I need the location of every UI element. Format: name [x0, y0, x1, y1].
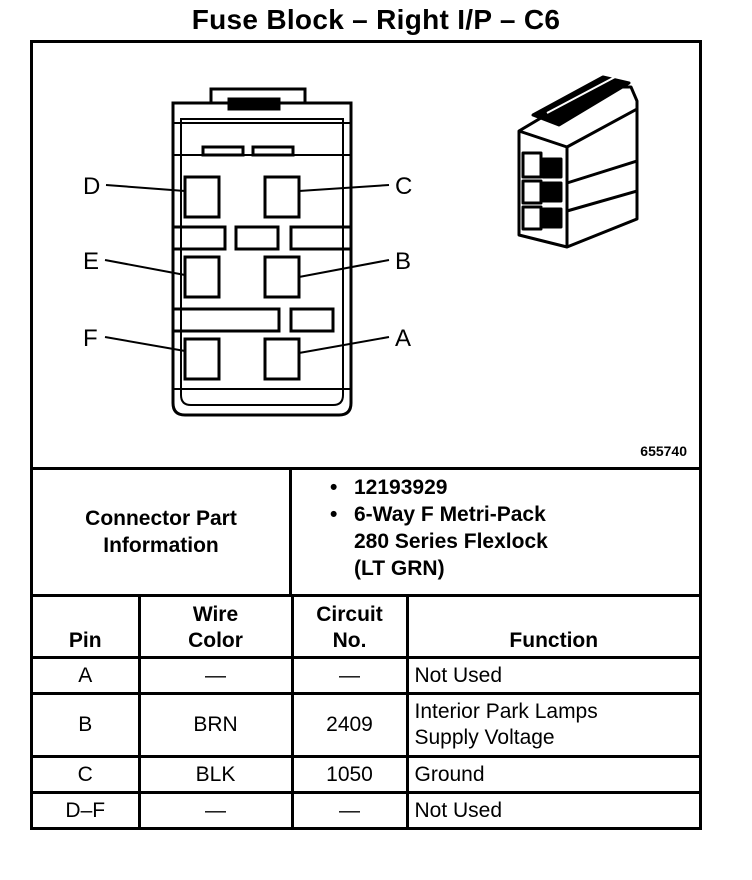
- table-row: D–F — — Not Used: [33, 791, 699, 827]
- latch-tab: [201, 87, 307, 157]
- header-function: Function: [405, 594, 699, 659]
- connector-info-details: 12193929 6-Way F Metri-Pack 280 Series F…: [330, 474, 548, 582]
- cell-wire-color: BRN: [137, 692, 294, 758]
- header-pin: Pin: [33, 594, 141, 659]
- pin-label-c: C: [395, 173, 412, 200]
- cell-function: Not Used: [405, 656, 699, 695]
- cell-circuit: —: [290, 791, 409, 827]
- pin-label-b: B: [395, 248, 411, 275]
- cell-wire-color: BLK: [137, 755, 294, 794]
- part-number: 12193929: [330, 474, 548, 501]
- cell-circuit: 1050: [290, 755, 409, 794]
- connector-description-line1: 6-Way F Metri-Pack: [330, 501, 548, 528]
- figure-number: 655740: [640, 443, 687, 459]
- pin-label-d: D: [83, 173, 100, 200]
- pin-label-f: F: [83, 325, 98, 352]
- connector-description-line3: (LT GRN): [354, 557, 445, 580]
- pin-label-a: A: [395, 325, 411, 352]
- cell-circuit: —: [290, 656, 409, 695]
- cell-function: Not Used: [405, 791, 699, 827]
- pin-label-e: E: [83, 248, 99, 275]
- pin-leader-lines: [104, 184, 390, 354]
- cell-pin: C: [33, 755, 141, 794]
- connector-info-label: Connector Part Information: [33, 470, 292, 594]
- connector-part-info: Connector Part Information 12193929 6-Wa…: [33, 470, 699, 597]
- page-title: Fuse Block – Right I/P – C6: [191, 4, 561, 35]
- cell-wire-color: —: [137, 656, 294, 695]
- connector-face-outline: [171, 101, 353, 417]
- connector-face-drawing: D C E B F A: [83, 75, 639, 417]
- cell-pin: A: [33, 656, 141, 695]
- cell-pin: D–F: [33, 791, 141, 827]
- connector-description-line2: 280 Series Flexlock: [354, 530, 548, 553]
- table-row: A — — Not Used: [33, 656, 699, 695]
- cell-pin: B: [33, 692, 141, 758]
- cell-circuit: 2409: [290, 692, 409, 758]
- cell-function: Ground: [405, 755, 699, 794]
- connector-diagram: D C E B F A: [33, 43, 699, 470]
- cell-wire-color: —: [137, 791, 294, 827]
- connector-3d-view: [517, 75, 639, 249]
- connector-sheet: D C E B F A: [30, 40, 702, 830]
- table-row: C BLK 1050 Ground: [33, 755, 699, 794]
